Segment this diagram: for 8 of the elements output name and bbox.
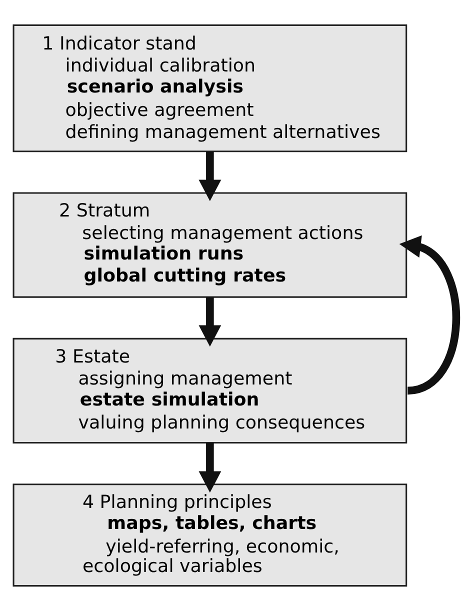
node-box: 1 Indicator stand individual calibration scenario analysis objective agreement defining management alternatives [12,24,408,152]
node-box: 2 Stratum selecting management actions simulation runs global cutting rates [12,192,408,298]
arrow [198,442,222,492]
arrow [198,296,222,346]
arrow [198,150,222,201]
node-box: 4 Planning principles maps, tables, charts yield-referring, economic, ecological variables [12,483,408,586]
arrow [399,234,460,394]
node-box: 3 Estate assigning management estate simulation valuing planning consequences [12,337,408,443]
